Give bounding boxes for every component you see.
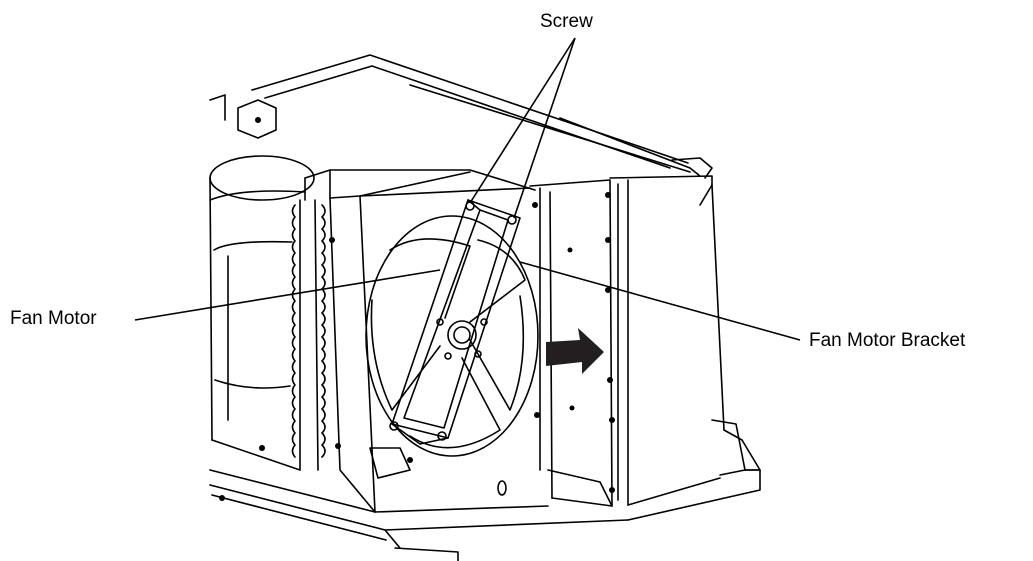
fan-motor-label: Fan Motor [10,308,97,329]
condenser-coil [291,199,326,471]
screw-leader-line-2 [513,37,576,219]
fan-motor-leader-line [134,269,441,321]
screw-label: Screw [540,11,593,32]
removal-direction-arrow [546,328,604,374]
fan-motor-bracket-label: Fan Motor Bracket [809,330,966,351]
panel-screws [219,117,615,501]
fan-motor-bracket-shape [389,199,521,445]
fan-motor-bracket-leader-line [519,261,801,341]
screw-leader-line-1 [469,37,576,204]
fan-blades [365,215,539,457]
compressor [209,94,315,471]
leader-lines [134,37,801,341]
right-side-panel [609,175,761,521]
cabinet-top-rails [251,54,713,179]
base-frame [209,447,629,561]
